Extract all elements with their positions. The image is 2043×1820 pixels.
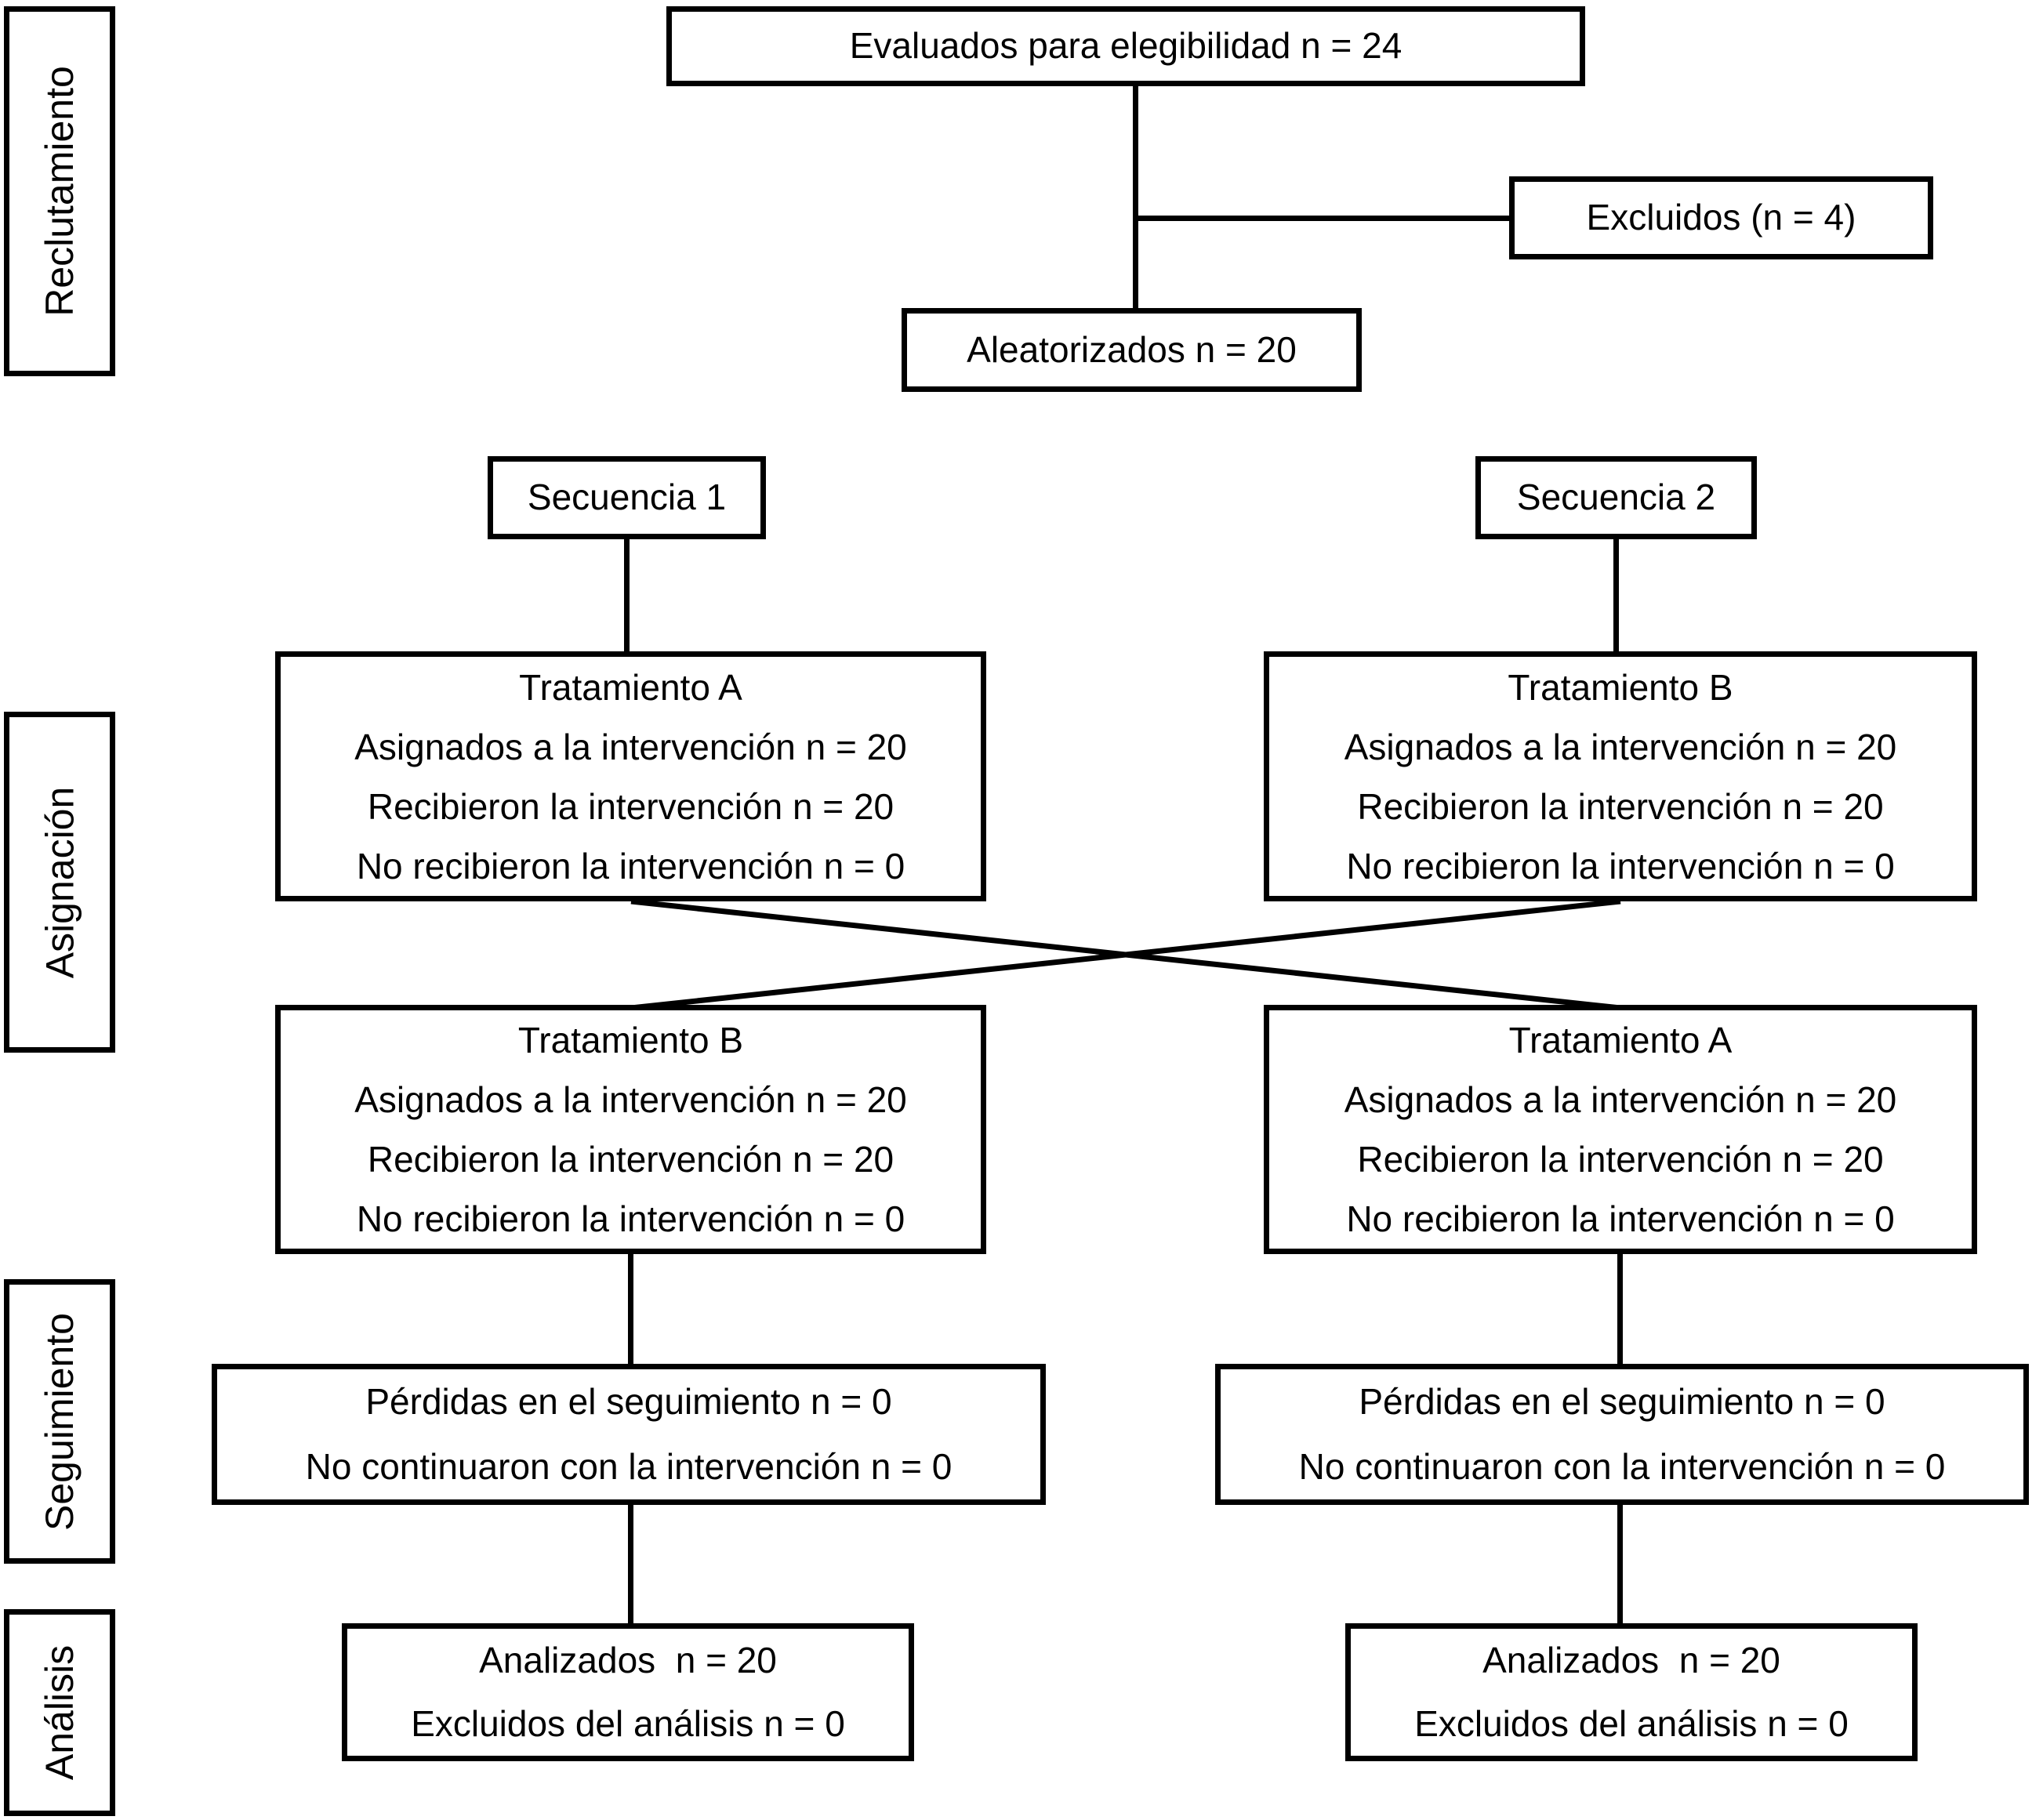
- analysis-analyzed: Analizados n = 20: [1482, 1640, 1780, 1680]
- stage-label-followup: Seguimiento: [4, 1279, 115, 1564]
- connector-seq1-to-followup: [628, 1254, 633, 1364]
- randomized-box: Aleatorizados n = 20: [902, 308, 1362, 392]
- treatment-not-received: No recibieron la intervención n = 0: [356, 1198, 905, 1239]
- followup-discontinued: No continuaron con la intervención n = 0: [305, 1446, 953, 1487]
- analysis-box-seq2: Analizados n = 20 Excluidos del análisis…: [1345, 1623, 1918, 1761]
- treatment-not-received: No recibieron la intervención n = 0: [1346, 845, 1895, 886]
- followup-lost: Pérdidas en el seguimiento n = 0: [365, 1381, 892, 1422]
- treatment-box-seq1-period2: Tratamiento B Asignados a la intervenció…: [275, 1005, 986, 1254]
- treatment-assigned: Asignados a la intervención n = 20: [354, 726, 907, 767]
- treatment-box-seq2-period1: Tratamiento B Asignados a la intervenció…: [1264, 651, 1977, 901]
- treatment-box-seq2-period2: Tratamiento A Asignados a la intervenció…: [1264, 1005, 1977, 1254]
- stage-label-followup-text: Seguimiento: [38, 1312, 82, 1531]
- stage-label-analysis-text: Análisis: [38, 1644, 82, 1781]
- stage-label-allocation-text: Asignación: [38, 786, 82, 978]
- stage-label-recruitment: Reclutamiento: [4, 6, 115, 376]
- treatment-received: Recibieron la intervención n = 20: [1357, 1139, 1884, 1180]
- treatment-received: Recibieron la intervención n = 20: [367, 785, 894, 827]
- treatment-assigned: Asignados a la intervención n = 20: [354, 1079, 907, 1120]
- connector-seq2-to-analysis: [1617, 1505, 1623, 1623]
- followup-box-seq1: Pérdidas en el seguimiento n = 0 No cont…: [212, 1364, 1046, 1505]
- treatment-received: Recibieron la intervención n = 20: [367, 1139, 894, 1180]
- randomized-text: Aleatorizados n = 20: [967, 328, 1297, 370]
- treatment-title: Tratamiento B: [517, 1020, 744, 1060]
- treatment-not-received: No recibieron la intervención n = 0: [356, 845, 905, 886]
- followup-discontinued: No continuaron con la intervención n = 0: [1298, 1446, 1946, 1487]
- treatment-box-seq1-period1: Tratamiento A Asignados a la intervenció…: [275, 651, 986, 901]
- analysis-excluded: Excluidos del análisis n = 0: [1414, 1703, 1849, 1744]
- treatment-assigned: Asignados a la intervención n = 20: [1344, 1079, 1897, 1120]
- stage-label-analysis: Análisis: [4, 1609, 115, 1816]
- eligibility-box: Evaluados para elegibilidad n = 24: [666, 6, 1585, 86]
- sequence-1-text: Secuencia 1: [527, 477, 727, 518]
- connector-to-excluded: [1133, 216, 1511, 221]
- connector-sequence2-to-treatment: [1613, 539, 1619, 651]
- connector-eligibility-to-randomized: [1133, 86, 1138, 308]
- connector-sequence1-to-treatment: [624, 539, 630, 651]
- sequence-1-box: Secuencia 1: [488, 456, 766, 539]
- followup-lost: Pérdidas en el seguimiento n = 0: [1359, 1381, 1885, 1422]
- analysis-box-seq1: Analizados n = 20 Excluidos del análisis…: [342, 1623, 914, 1761]
- treatment-assigned: Asignados a la intervención n = 20: [1344, 726, 1897, 767]
- treatment-not-received: No recibieron la intervención n = 0: [1346, 1198, 1895, 1239]
- stage-label-allocation: Asignación: [4, 712, 115, 1053]
- followup-box-seq2: Pérdidas en el seguimiento n = 0 No cont…: [1215, 1364, 2029, 1505]
- sequence-2-text: Secuencia 2: [1516, 477, 1716, 518]
- excluded-box: Excluidos (n = 4): [1509, 176, 1933, 259]
- analysis-analyzed: Analizados n = 20: [479, 1640, 777, 1680]
- analysis-excluded: Excluidos del análisis n = 0: [411, 1703, 845, 1744]
- stage-label-recruitment-text: Reclutamiento: [38, 66, 82, 317]
- connector-seq1-to-analysis: [628, 1505, 633, 1623]
- connector-seq2-to-followup: [1617, 1254, 1623, 1364]
- eligibility-text: Evaluados para elegibilidad n = 24: [849, 25, 1403, 67]
- crossover-line-seq2-to-seq1: [630, 898, 1621, 1011]
- treatment-title: Tratamiento A: [1508, 1020, 1733, 1060]
- treatment-received: Recibieron la intervención n = 20: [1357, 785, 1884, 827]
- treatment-title: Tratamiento A: [519, 666, 742, 708]
- treatment-title: Tratamiento B: [1508, 666, 1733, 708]
- sequence-2-box: Secuencia 2: [1475, 456, 1757, 539]
- excluded-text: Excluidos (n = 4): [1586, 197, 1856, 238]
